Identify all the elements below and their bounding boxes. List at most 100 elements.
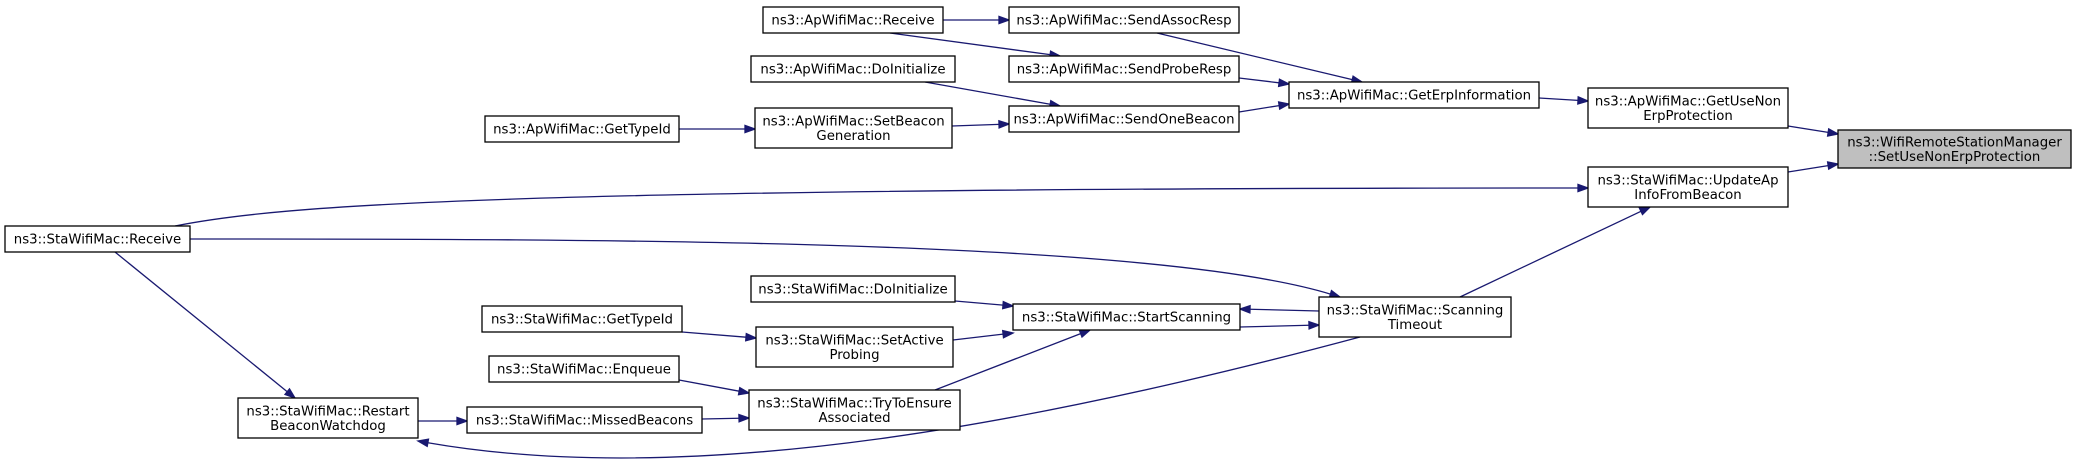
edge-ap-receive-to-ap-sendprobe [889,32,1062,60]
arrow-head [456,416,469,426]
node-box [1008,55,1240,83]
arrow-head [1308,320,1321,330]
node-ap-doinit[interactable]: ns3::ApWifiMac::DoInitialize [750,55,956,83]
node-label: ns3::StaWifiMac::UpdateAp [1597,173,1778,188]
node-label: ns3::StaWifiMac::SetActive [765,333,943,348]
node-label: ns3::ApWifiMac::DoInitialize [760,63,945,78]
edge-sta-receive-to-sta-updateap [174,183,1590,227]
node-label: ns3::ApWifiMac::GetErpInformation [1297,89,1531,104]
node-ap-geterp[interactable]: ns3::ApWifiMac::GetErpInformation [1288,81,1540,109]
node-sta-doinit[interactable]: ns3::StaWifiMac::DoInitialize [750,275,956,303]
arrow-head [744,332,758,342]
node-label: Probing [829,348,879,363]
arrow-head [1001,329,1015,339]
node-label: Associated [818,411,890,426]
node-sta-missed[interactable]: ns3::StaWifiMac::MissedBeacons [466,406,703,434]
edge-sta-scantimeout-to-sta-updateap [1459,206,1652,298]
node-label: ns3::ApWifiMac::GetUseNon [1595,94,1781,109]
node-label: InfoFromBeacon [1634,188,1741,203]
node-label: ::SetUseNonErpProtection [1869,150,2041,165]
arrow-head [1826,161,1840,171]
edge-sta-restart-to-sta-missed [418,416,469,426]
node-label: ns3::ApWifiMac::SetBeacon [762,114,944,129]
edge-ap-sendbeacon-to-ap-geterp [1238,101,1291,113]
edge-line [934,333,1081,391]
edge-sta-updateap-to-root [1787,161,1840,173]
arrow-head [998,15,1011,25]
node-box [4,225,191,253]
arrow-head [416,438,430,448]
node-ap-sendassoc[interactable]: ns3::ApWifiMac::SendAssocResp [1008,6,1240,34]
node-box [750,55,956,83]
node-sta-receive[interactable]: ns3::StaWifiMac::Receive [4,225,191,253]
node-box [748,389,961,431]
node-label: ns3::ApWifiMac::SendProbeResp [1017,63,1232,78]
arrow-head [1078,329,1092,339]
node-box [1012,303,1241,331]
node-box [481,305,683,333]
edge-line [1156,32,1353,81]
node-box [754,107,953,149]
edge-line [1238,104,1280,113]
edge-ap-getusenonerp-to-root [1787,125,1840,137]
arrow-head [737,386,751,396]
edge-line [174,187,1579,227]
nodes-layer: ns3::WifiRemoteStationManager::SetUseNon… [4,6,2072,439]
edge-line [701,417,740,420]
node-label: ns3::ApWifiMac::SendAssocResp [1016,14,1231,29]
node-sta-gettypeid[interactable]: ns3::StaWifiMac::GetTypeId [481,305,683,333]
arrow-head [744,124,757,134]
node-label: BeaconWatchdog [270,419,386,434]
edge-line [952,333,1004,341]
edge-ap-sendprobe-to-ap-geterp [1238,77,1291,88]
node-box [466,406,703,434]
node-ap-sendbeacon[interactable]: ns3::ApWifiMac::SendOneBeacon [1008,105,1240,133]
edge-line [678,379,740,392]
edge-line [681,331,747,338]
arrow-head [738,413,751,423]
arrow-head [1577,183,1590,193]
node-ap-sendprobe[interactable]: ns3::ApWifiMac::SendProbeResp [1008,55,1240,83]
node-sta-startscan[interactable]: ns3::StaWifiMac::StartScanning [1012,303,1241,331]
edge-ap-setbeacon-to-ap-sendbeacon [951,119,1011,129]
node-box [488,355,680,383]
edge-line [114,251,288,393]
edge-sta-startscan-to-sta-scantimeout [1239,320,1321,330]
node-box [484,115,680,143]
edge-line [924,81,1051,105]
edge-line [1787,164,1829,173]
node-ap-gettypeid[interactable]: ns3::ApWifiMac::GetTypeId [484,115,680,143]
edge-ap-doinit-to-ap-sendbeacon [924,81,1062,109]
arrow-head [1826,127,1840,137]
edge-line [951,123,1000,127]
edge-ap-gettypeid-to-ap-setbeacon [679,124,757,134]
edge-line [1238,77,1280,84]
edge-sta-scantimeout-to-sta-restart [416,336,1361,459]
edge-line [1239,324,1310,328]
edge-line [1249,308,1320,312]
edge-ap-geterp-to-ap-getusenonerp [1538,95,1590,105]
node-box [237,397,419,439]
node-label: Generation [816,129,890,144]
edge-sta-setactive-to-sta-startscan [952,329,1015,341]
edge-line [1538,97,1579,102]
edge-sta-missed-to-sta-tryensure [701,413,751,423]
node-ap-receive[interactable]: ns3::ApWifiMac::Receive [762,6,944,34]
arrow-head [1238,304,1251,314]
edge-line [189,238,1331,295]
arrow-head [1638,206,1652,216]
node-sta-enqueue[interactable]: ns3::StaWifiMac::Enqueue [488,355,680,383]
edge-line [1787,125,1829,134]
node-box [1008,105,1240,133]
node-label: ns3::ApWifiMac::SendOneBeacon [1013,113,1234,128]
node-label: ns3::StaWifiMac::MissedBeacons [476,414,693,429]
node-root[interactable]: ns3::WifiRemoteStationManager::SetUseNon… [1837,129,2072,169]
edge-line [427,336,1361,459]
